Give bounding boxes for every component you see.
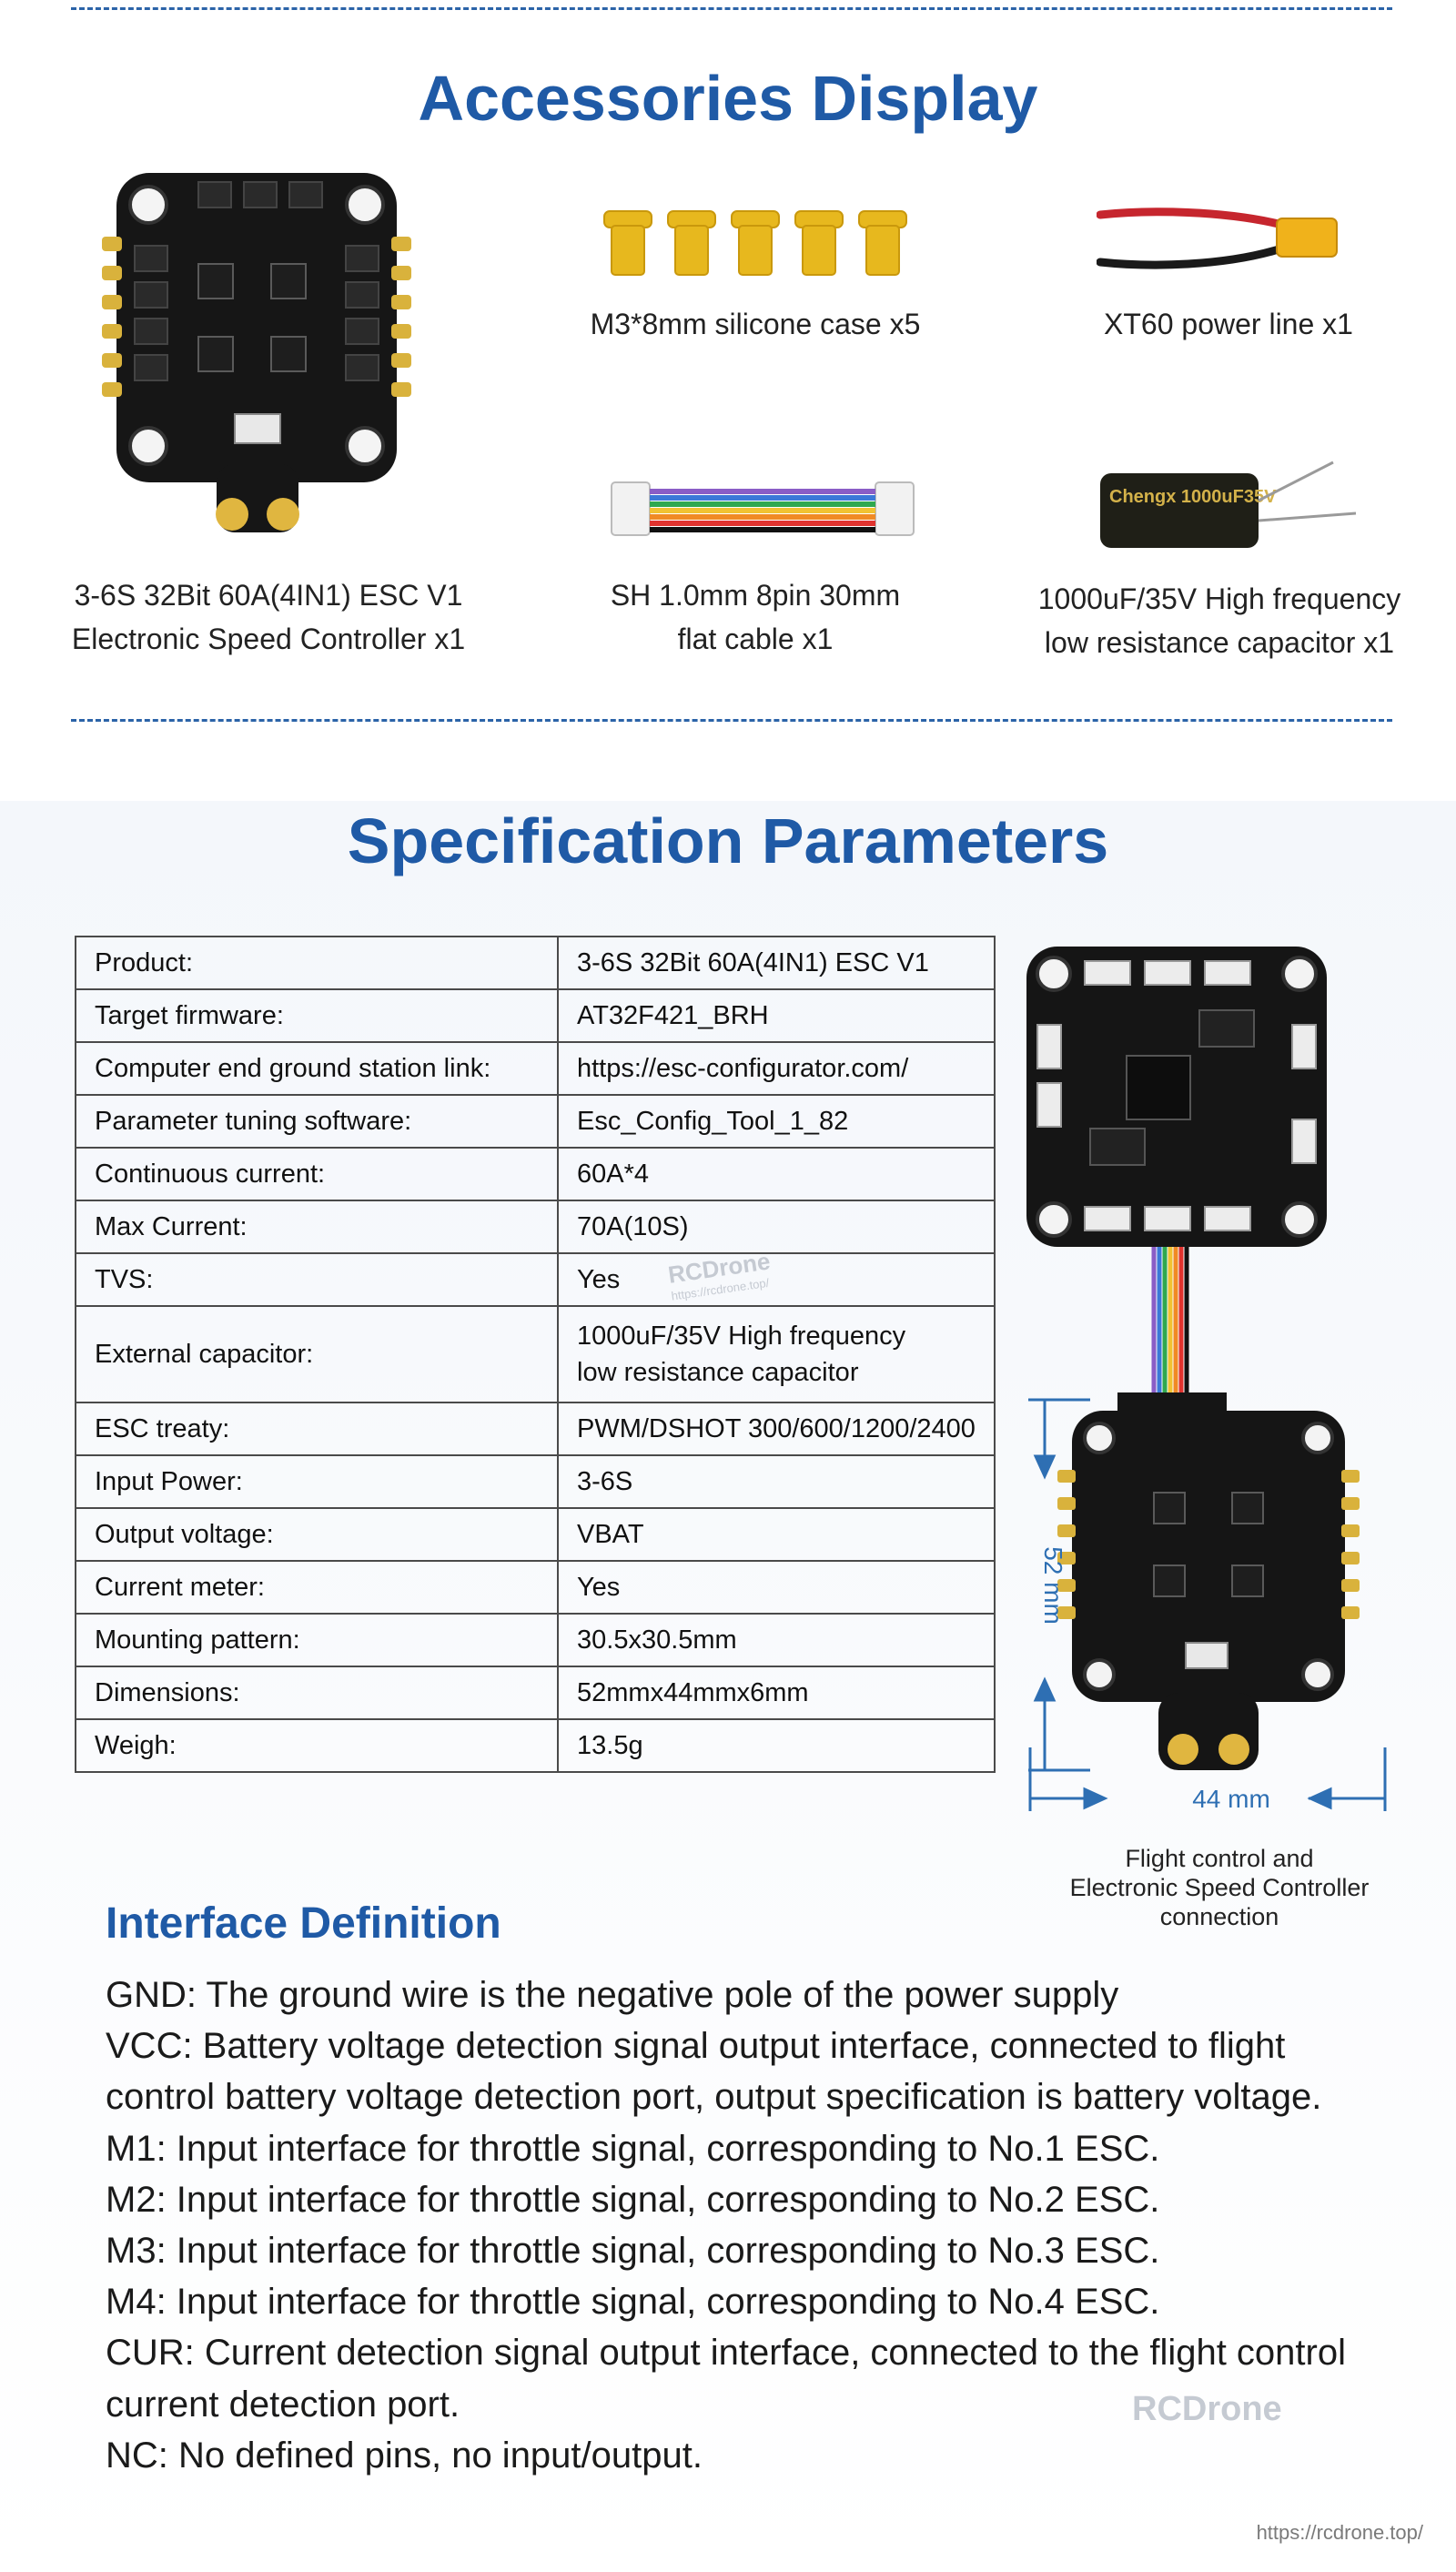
spec-key: Current meter: xyxy=(75,1560,559,1615)
table-row: Max Current:70A(10S) xyxy=(75,1200,996,1254)
ribbon-cable xyxy=(1151,1247,1189,1392)
spec-key: Input Power: xyxy=(75,1454,559,1509)
spec-table: Product:3-6S 32Bit 60A(4IN1) ESC V1 Targ… xyxy=(75,936,996,1773)
caption-capacitor-line1: 1000uF/35V High frequency xyxy=(1037,582,1401,615)
table-row: Input Power:3-6S xyxy=(75,1454,996,1509)
spec-value: 3-6S xyxy=(557,1454,996,1509)
footer-url[interactable]: https://rcdrone.top/ xyxy=(1256,2521,1423,2544)
spec-key: Computer end ground station link: xyxy=(75,1041,559,1096)
interface-list: GND: The ground wire is the negative pol… xyxy=(106,1970,1416,2481)
spec-value-cell: 1000uF/35V High frequency low resistance … xyxy=(557,1305,996,1403)
spec-value: VBAT xyxy=(557,1507,996,1562)
middle-divider xyxy=(71,719,1392,722)
interface-line-vcc: VCC: Battery voltage detection signal ou… xyxy=(106,2026,1286,2067)
height-dimension-label: 52 mm xyxy=(1039,1546,1067,1625)
esc-board-image-diagram xyxy=(1057,1392,1360,1770)
spec-value: 1000uF/35V High frequency xyxy=(577,1321,906,1351)
spec-value: Yes xyxy=(557,1560,996,1615)
diagram-caption-line2: Electronic Speed Controller xyxy=(1069,1874,1370,1901)
connection-diagram: 52 mm 44 mm xyxy=(1026,947,1387,1813)
interface-line-m4: M4: Input interface for throttle signal,… xyxy=(106,2282,1160,2323)
table-row: Output voltage:VBAT xyxy=(75,1507,996,1562)
table-row: Parameter tuning software:Esc_Config_Too… xyxy=(75,1094,996,1149)
table-row: TVS:Yes xyxy=(75,1252,996,1307)
spec-value: 70A(10S) xyxy=(557,1200,996,1254)
spec-value: 52mmx44mmx6mm xyxy=(557,1666,996,1720)
table-row: Mounting pattern:30.5x30.5mm xyxy=(75,1613,996,1667)
interface-line-cur-cont: current detection port. xyxy=(106,2384,460,2425)
caption-cable-line1: SH 1.0mm 8pin 30mm xyxy=(610,579,901,612)
spec-key: Continuous current: xyxy=(75,1147,559,1201)
spec-key: ESC treaty: xyxy=(75,1402,559,1456)
caption-cable: SH 1.0mm 8pin 30mm flat cable x1 xyxy=(528,573,983,661)
diagram-caption: Flight control and Electronic Speed Cont… xyxy=(1028,1844,1410,1931)
spec-key: Max Current: xyxy=(75,1200,559,1254)
caption-capacitor: 1000uF/35V High frequency low resistance… xyxy=(1001,577,1438,664)
diagram-caption-line1: Flight control and xyxy=(1125,1845,1314,1872)
caption-xt60: XT60 power line x1 xyxy=(1019,302,1438,346)
spec-key: Parameter tuning software: xyxy=(75,1094,559,1149)
interface-line-cur: CUR: Current detection signal output int… xyxy=(106,2333,1346,2374)
table-row: Weigh:13.5g xyxy=(75,1718,996,1773)
spec-value: PWM/DSHOT 300/600/1200/2400 xyxy=(557,1402,996,1456)
spec-key: TVS: xyxy=(75,1252,559,1307)
flight-controller-image xyxy=(1026,947,1327,1247)
diagram-caption-line3: connection xyxy=(1159,1903,1279,1930)
sh-flat-cable-image xyxy=(611,481,915,536)
top-divider xyxy=(71,7,1392,10)
spec-key: Target firmware: xyxy=(75,988,559,1043)
table-row: Continuous current:60A*4 xyxy=(75,1147,996,1201)
caption-silicone-line1: M3*8mm silicone case x5 xyxy=(590,308,921,340)
capacitor-print: Chengx 1000uF35V xyxy=(1109,487,1277,507)
spec-key: Dimensions: xyxy=(75,1666,559,1720)
caption-xt60-line1: XT60 power line x1 xyxy=(1104,308,1353,340)
esc-board-image xyxy=(102,173,411,532)
silicone-case-image xyxy=(603,210,907,276)
caption-capacitor-line2: low resistance capacitor x1 xyxy=(1044,626,1395,659)
spec-value: 13.5g xyxy=(557,1718,996,1773)
dimension-markers xyxy=(1028,1398,1387,1811)
table-row: Computer end ground station link:https:/… xyxy=(75,1041,996,1096)
spec-key: External capacitor: xyxy=(75,1305,559,1403)
width-dimension-label: 44 mm xyxy=(1192,1785,1270,1813)
caption-esc: 3-6S 32Bit 60A(4IN1) ESC V1 Electronic S… xyxy=(36,573,500,661)
spec-value: https://esc-configurator.com/ xyxy=(557,1041,996,1096)
interface-line-vcc-cont: control battery voltage detection port, … xyxy=(106,2077,1322,2118)
spec-value: 60A*4 xyxy=(557,1147,996,1201)
interface-line-gnd: GND: The ground wire is the negative pol… xyxy=(106,1975,1119,2015)
spec-key: Mounting pattern: xyxy=(75,1613,559,1667)
rcdrone-watermark: RCDrone xyxy=(1132,2390,1282,2428)
spec-title: Specification Parameters xyxy=(347,805,1109,876)
spec-value: Esc_Config_Tool_1_82 xyxy=(557,1094,996,1149)
spec-value: AT32F421_BRH xyxy=(557,988,996,1043)
interface-line-m2: M2: Input interface for throttle signal,… xyxy=(106,2179,1160,2220)
spec-key: Weigh: xyxy=(75,1718,559,1773)
table-row: Current meter:Yes xyxy=(75,1560,996,1615)
caption-silicone: M3*8mm silicone case x5 xyxy=(528,302,983,346)
table-row: Dimensions:52mmx44mmx6mm xyxy=(75,1666,996,1720)
table-row: Product:3-6S 32Bit 60A(4IN1) ESC V1 xyxy=(75,936,996,990)
caption-esc-line2: Electronic Speed Controller x1 xyxy=(71,623,466,655)
interface-line-m3: M3: Input interface for throttle signal,… xyxy=(106,2231,1160,2272)
spec-value: 30.5x30.5mm xyxy=(557,1613,996,1667)
spec-value-line2: low resistance capacitor xyxy=(577,1358,859,1387)
table-row: ESC treaty:PWM/DSHOT 300/600/1200/2400 xyxy=(75,1402,996,1456)
interface-title: Interface Definition xyxy=(106,1899,501,1948)
accessories-title: Accessories Display xyxy=(418,63,1038,134)
capacitor-image: Chengx 1000uF35V xyxy=(1100,461,1357,548)
spec-value: 3-6S 32Bit 60A(4IN1) ESC V1 xyxy=(557,936,996,990)
spec-key: Output voltage: xyxy=(75,1507,559,1562)
caption-esc-line1: 3-6S 32Bit 60A(4IN1) ESC V1 xyxy=(74,579,463,612)
table-row: External capacitor:1000uF/35V High frequ… xyxy=(75,1305,996,1403)
spec-value: Yes xyxy=(557,1252,996,1307)
caption-cable-line2: flat cable x1 xyxy=(677,623,834,655)
interface-line-nc: NC: No defined pins, no input/output. xyxy=(106,2435,703,2476)
table-row: Target firmware:AT32F421_BRH xyxy=(75,988,996,1043)
interface-line-m1: M1: Input interface for throttle signal,… xyxy=(106,2128,1160,2169)
xt60-power-line-image xyxy=(1097,208,1338,269)
spec-key: Product: xyxy=(75,936,559,990)
